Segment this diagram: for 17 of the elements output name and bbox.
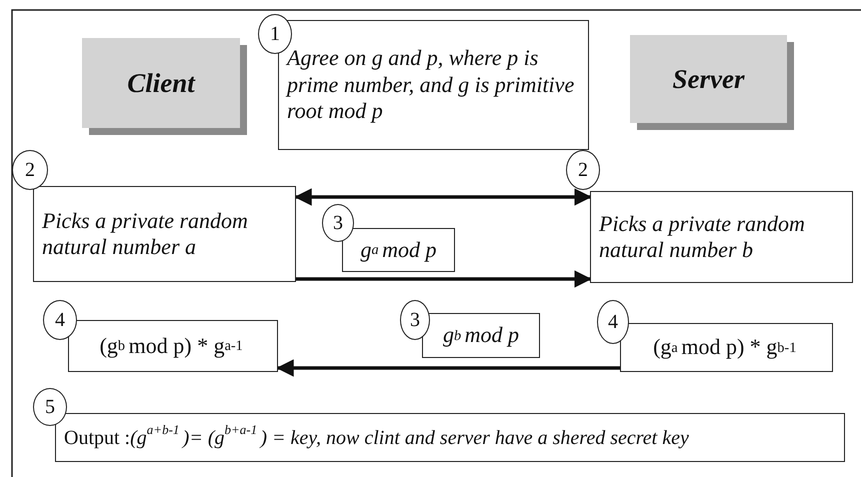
- step-number: 2: [566, 150, 600, 190]
- entity-box: Server: [630, 35, 787, 123]
- step-box: Agree on g and p, where p is prime number, and g is primitive root mod p: [278, 20, 589, 150]
- step-number: 1: [258, 14, 292, 54]
- step-number: 3: [322, 204, 354, 242]
- entity-box: Client: [82, 38, 240, 128]
- step-box: Picks a private random natural number b: [590, 191, 853, 283]
- step-number: 2: [12, 150, 48, 190]
- step-number: 4: [43, 300, 77, 340]
- step-number: 4: [597, 300, 629, 344]
- step-box: Output :(g$^{a+b-1}$)= (g$^{b+a-1}$) = key, now clint and server have a shered secret key: [55, 413, 845, 462]
- arrow: [276, 359, 620, 377]
- step-box: Picks a private random natural number a: [33, 186, 296, 282]
- arrow: [296, 270, 592, 288]
- arrow: [294, 188, 592, 206]
- step-number: 5: [33, 388, 67, 426]
- step-number: 3: [400, 300, 430, 340]
